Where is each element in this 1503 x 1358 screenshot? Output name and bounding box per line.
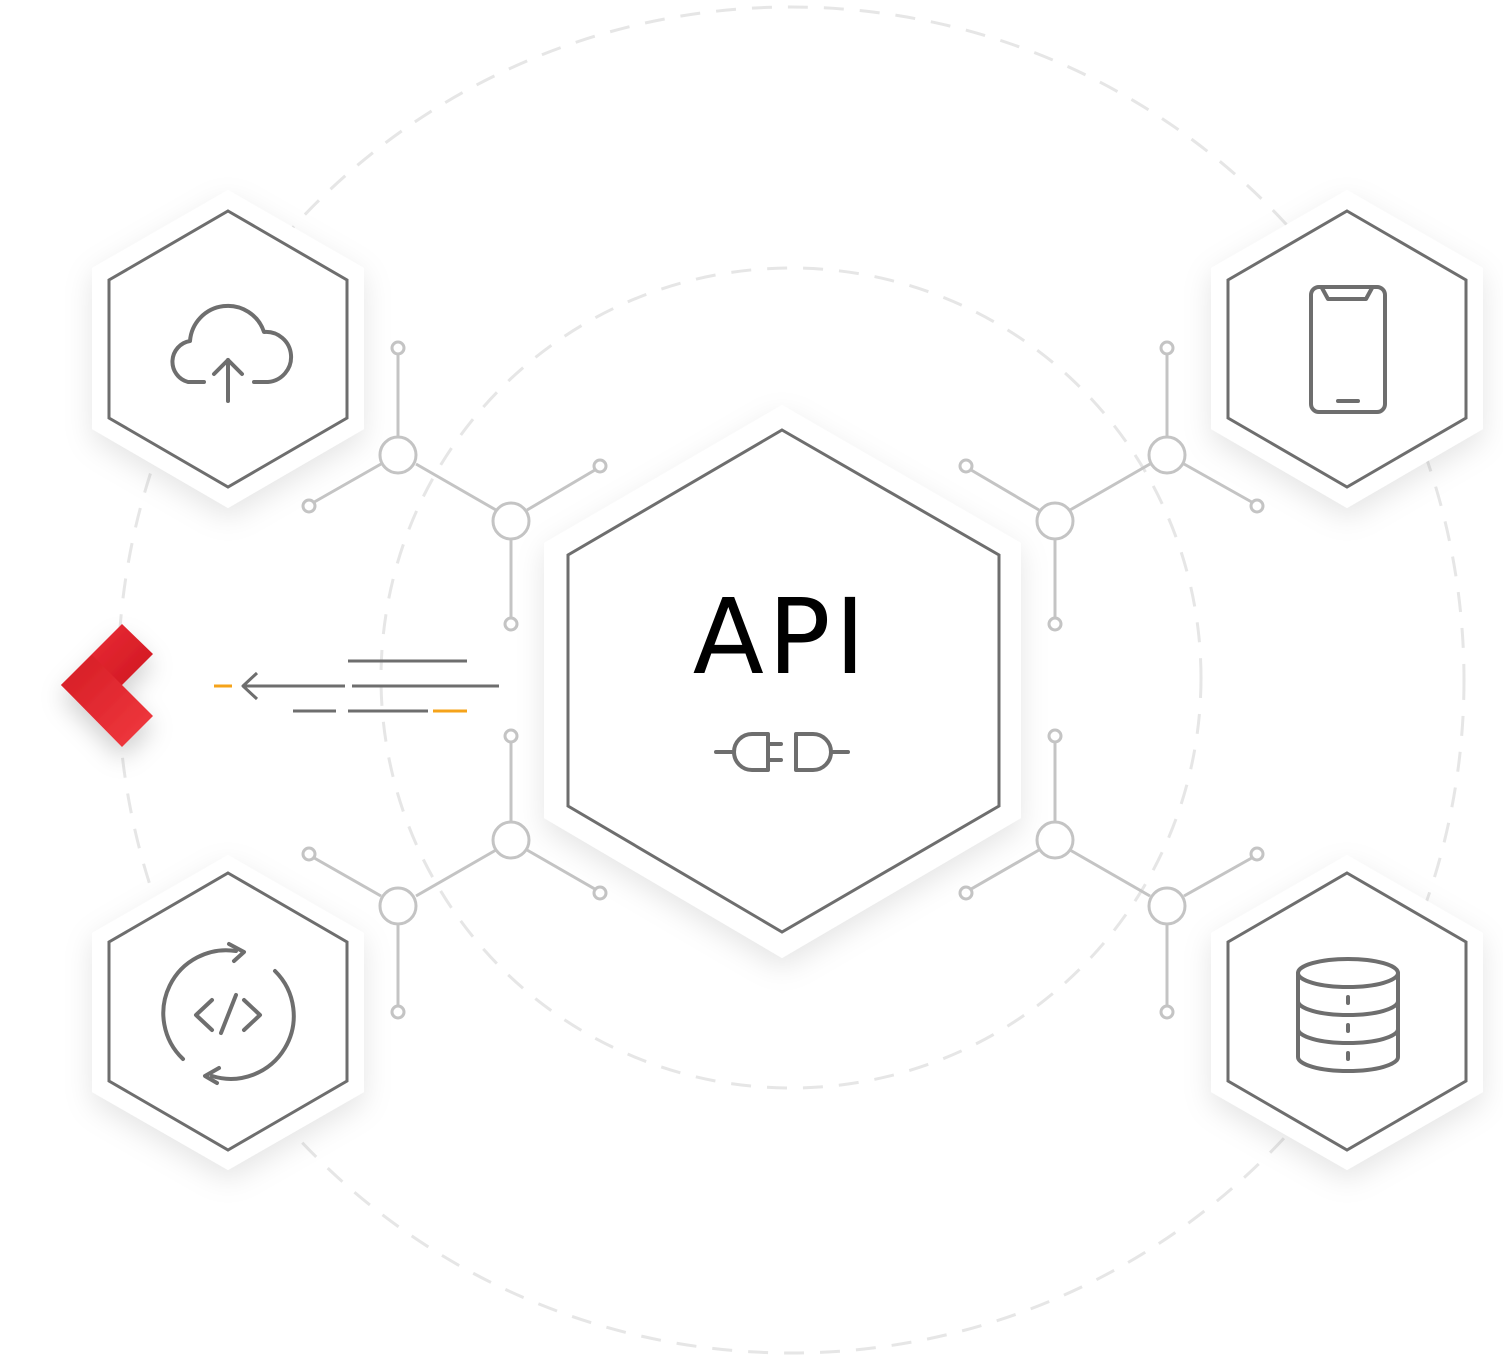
- connector-endpoint: [301, 498, 317, 514]
- api-label: API: [692, 576, 870, 698]
- connector-endpoint: [301, 846, 317, 862]
- hex-node-mobile-phone[interactable]: [1211, 190, 1483, 508]
- inner-orbit-ring: [379, 266, 1203, 1090]
- outer-orbit-ring: [116, 5, 1466, 1355]
- connector-endpoint: [592, 458, 608, 474]
- connector-endpoint: [958, 458, 974, 474]
- connector-hub: [491, 820, 531, 860]
- connector-hub: [378, 886, 418, 926]
- connector-endpoint: [390, 1004, 406, 1020]
- connector-hub: [1147, 886, 1187, 926]
- connector-endpoint: [1159, 1004, 1175, 1020]
- connector-endpoint: [592, 885, 608, 901]
- connector-cluster-top-right: [958, 340, 1265, 632]
- hex-node-code-sync[interactable]: [92, 855, 364, 1170]
- connector-cluster-bottom-right: [958, 728, 1265, 1020]
- connector-hub: [1035, 501, 1075, 541]
- connector-cluster-top-left: [301, 340, 608, 632]
- connector-hub: [491, 501, 531, 541]
- connector-hub: [378, 435, 418, 475]
- connector-endpoint: [958, 885, 974, 901]
- connector-endpoint: [1047, 728, 1063, 744]
- orbit-rings: [116, 5, 1466, 1355]
- hex-node-cloud-upload[interactable]: [92, 190, 364, 508]
- connector-hub: [1035, 820, 1075, 860]
- mobile-phone-icon: [1309, 285, 1387, 414]
- hex-node-database[interactable]: [1211, 855, 1483, 1170]
- data-flow-arrow: [214, 659, 499, 713]
- connector-cluster-bottom-left: [301, 728, 608, 1020]
- plug-connector-icon: [714, 732, 850, 772]
- connector-endpoint: [503, 728, 519, 744]
- connector-endpoint: [1249, 846, 1265, 862]
- database-icon: [1296, 957, 1400, 1073]
- connector-hub: [1147, 435, 1187, 475]
- code-sync-icon: [161, 942, 296, 1085]
- connector-network: [301, 340, 1265, 1020]
- cloud-upload-icon: [170, 303, 294, 403]
- connector-endpoint: [1159, 340, 1175, 356]
- connector-endpoint: [1047, 616, 1063, 632]
- connector-endpoint: [1249, 498, 1265, 514]
- brand-logo-icon: [61, 624, 153, 747]
- api-hex-node[interactable]: [544, 405, 1021, 958]
- connector-endpoint: [503, 616, 519, 632]
- connector-endpoint: [390, 340, 406, 356]
